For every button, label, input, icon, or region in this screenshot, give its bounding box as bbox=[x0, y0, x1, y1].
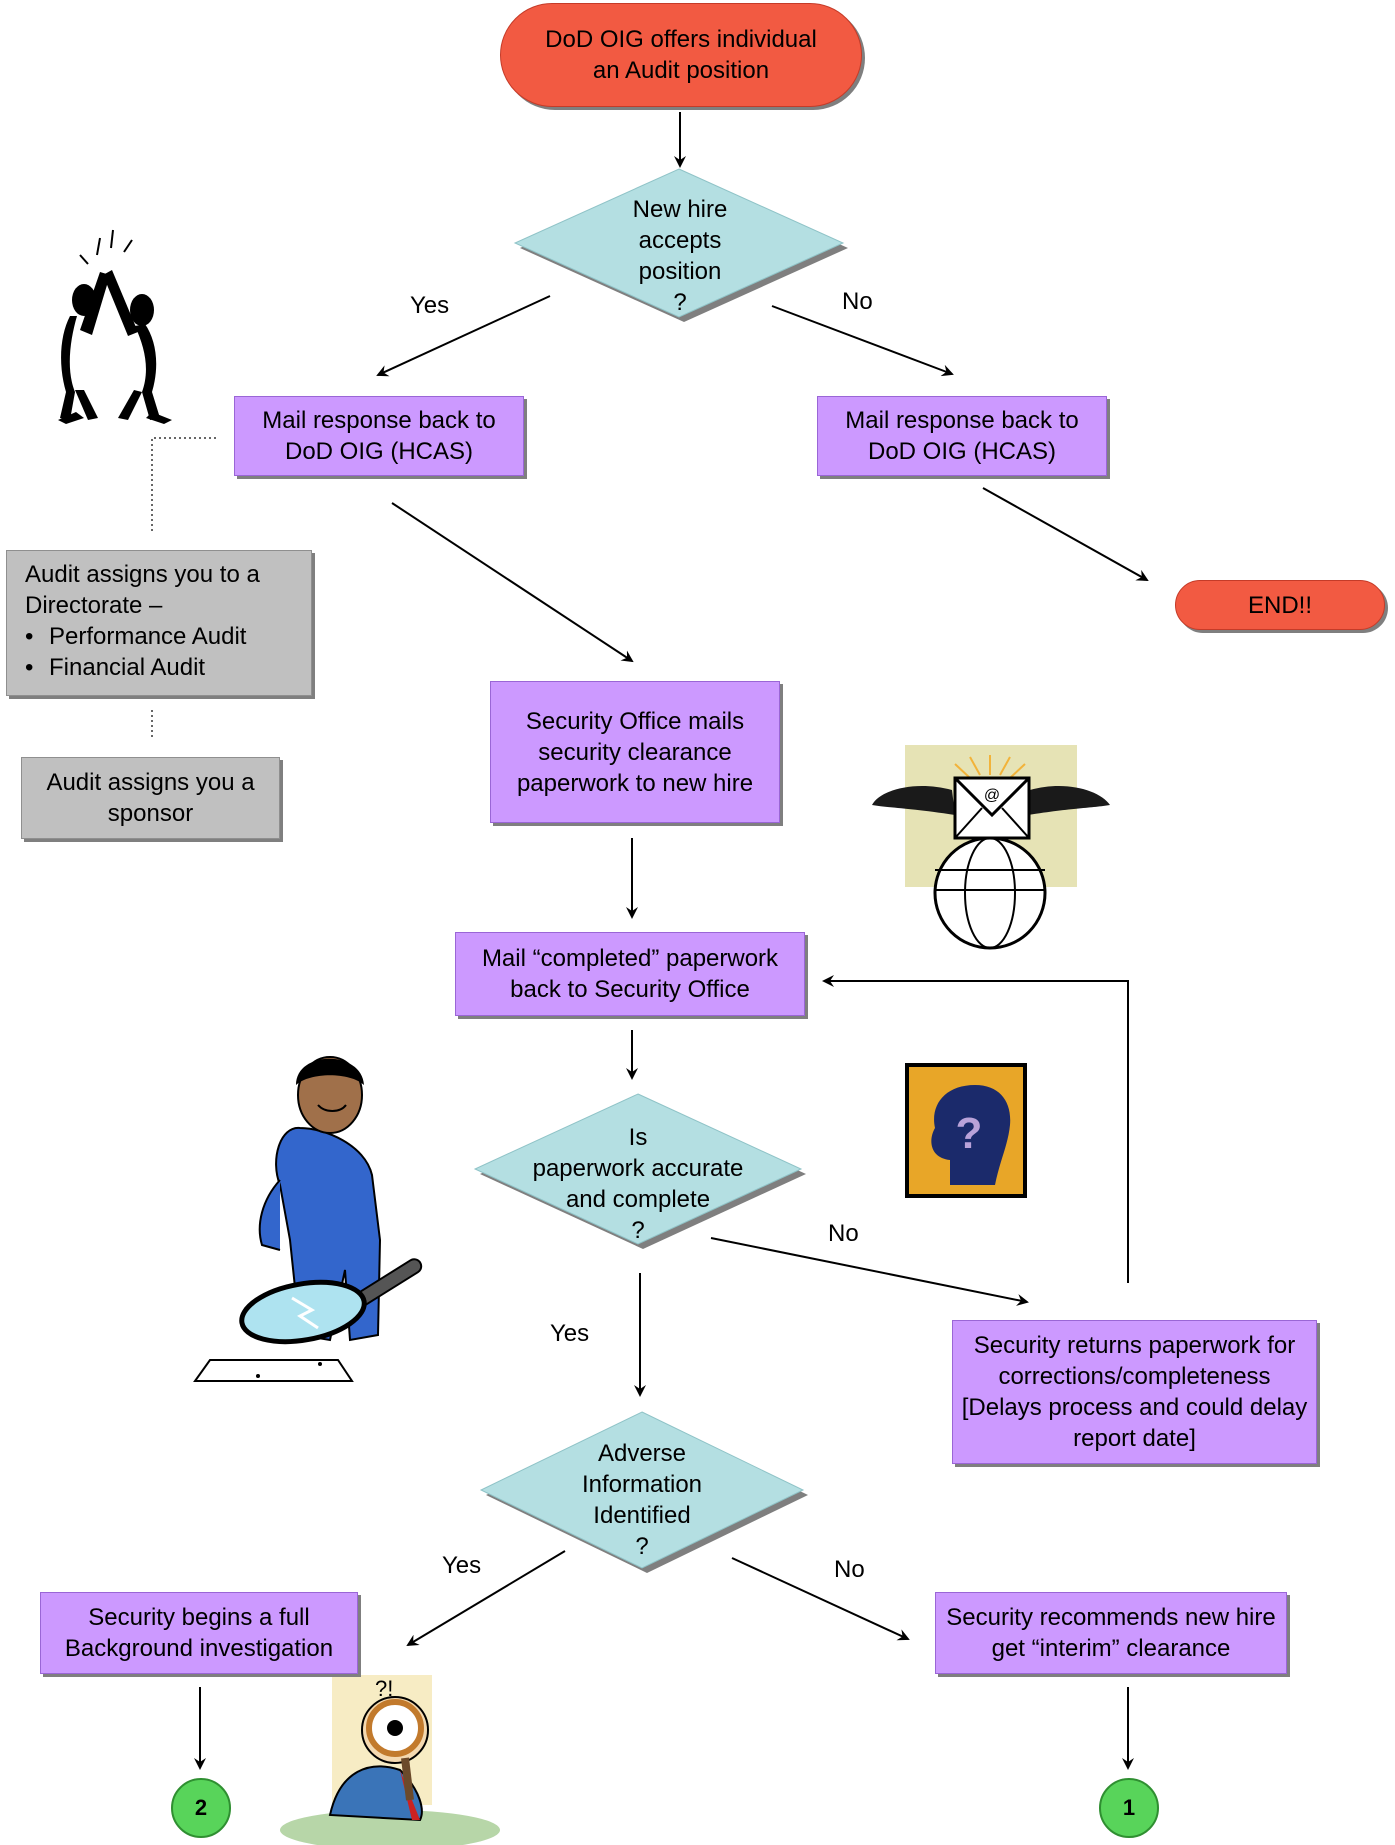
edge-mailyes-security bbox=[391, 502, 634, 663]
offpage-connector-2-label: 2 bbox=[194, 1795, 208, 1820]
decision-adverse: Adverse Information Identified ? bbox=[562, 1438, 722, 1562]
end-terminator: END!! bbox=[1175, 580, 1385, 630]
process-background-investigation-label: Security begins a full Background invest… bbox=[64, 1604, 334, 1662]
process-interim-clearance: Security recommends new hire get “interi… bbox=[935, 1592, 1287, 1674]
note-sponsor: Audit assigns you a sponsor bbox=[21, 757, 280, 839]
svg-text:@: @ bbox=[984, 787, 1000, 804]
edge-accepts-no bbox=[771, 305, 954, 377]
decision-adverse-line: Adverse bbox=[597, 1440, 687, 1467]
decision-adverse-line: Information bbox=[581, 1471, 703, 1498]
offpage-connector-2: 2 bbox=[171, 1778, 231, 1838]
start-terminator: DoD OIG offers individual an Audit posit… bbox=[500, 3, 862, 107]
decision-accepts-line: ? bbox=[673, 289, 687, 316]
winged-envelope-icon: @ bbox=[872, 745, 1110, 950]
end-terminator-label: END!! bbox=[1247, 591, 1312, 619]
note-directorate-item: Financial Audit bbox=[25, 652, 293, 683]
edge-mailno-end bbox=[982, 487, 1149, 581]
process-mail-response-no-label: Mail response back to DoD OIG (HCAS) bbox=[845, 407, 1079, 465]
note-directorate-item: Performance Audit bbox=[25, 621, 293, 652]
svg-text:?: ? bbox=[956, 1109, 983, 1158]
peeking-magnifier-man-icon: ?! bbox=[280, 1675, 500, 1845]
decision-accurate: Is paperwork accurate and complete ? bbox=[518, 1122, 758, 1246]
decision-accurate-line: ? bbox=[631, 1217, 645, 1244]
decision-accepts-line: position bbox=[638, 258, 722, 285]
process-security-mails-label: Security Office mails security clearance… bbox=[516, 707, 754, 797]
note-link-dotted bbox=[151, 437, 216, 740]
edge-adverse-yes bbox=[406, 1550, 566, 1647]
process-background-investigation: Security begins a full Background invest… bbox=[40, 1592, 358, 1674]
process-mail-completed: Mail “completed” paperwork back to Secur… bbox=[455, 932, 805, 1016]
question-head-icon: ? bbox=[905, 1063, 1027, 1198]
edge-label-accepts-yes: Yes bbox=[410, 292, 450, 319]
offpage-connector-1-label: 1 bbox=[1122, 1795, 1136, 1820]
decision-accepts: New hire accepts position ? bbox=[600, 194, 760, 318]
process-mail-completed-label: Mail “completed” paperwork back to Secur… bbox=[481, 945, 779, 1003]
edge-returns-loop bbox=[822, 975, 1129, 1283]
edge-adverse-no bbox=[731, 1557, 910, 1641]
edge-label-adverse-no: No bbox=[834, 1556, 865, 1583]
decision-accurate-line: and complete bbox=[565, 1186, 711, 1213]
edge-label-accurate-no: No bbox=[828, 1220, 859, 1247]
edge-accurate-no bbox=[710, 1237, 1029, 1306]
edge-label-accurate-yes: Yes bbox=[550, 1320, 590, 1347]
decision-accepts-shape bbox=[513, 168, 848, 322]
start-terminator-label: DoD OIG offers individual an Audit posit… bbox=[545, 26, 817, 84]
process-mail-response-yes-label: Mail response back to DoD OIG (HCAS) bbox=[262, 407, 496, 465]
decision-accepts-line: accepts bbox=[638, 227, 722, 254]
process-mail-response-yes: Mail response back to DoD OIG (HCAS) bbox=[234, 396, 524, 476]
edge-label-accepts-no: No bbox=[842, 288, 873, 315]
decision-accurate-line: paperwork accurate bbox=[532, 1155, 744, 1182]
svg-text:?!: ?! bbox=[375, 1676, 393, 1701]
decision-adverse-shape bbox=[479, 1411, 808, 1573]
decision-adverse-line: Identified bbox=[593, 1502, 691, 1529]
decision-accurate-shape bbox=[473, 1093, 806, 1249]
process-security-returns: Security returns paperwork for correctio… bbox=[952, 1320, 1317, 1464]
process-security-returns-label: Security returns paperwork for correctio… bbox=[961, 1332, 1308, 1452]
note-directorate-title: Audit assigns you to a Directorate – bbox=[25, 561, 260, 619]
magnifier-man-icon bbox=[193, 1056, 423, 1382]
high-five-silhouettes-icon bbox=[58, 229, 172, 424]
process-security-mails: Security Office mails security clearance… bbox=[490, 681, 780, 823]
process-interim-clearance-label: Security recommends new hire get “interi… bbox=[946, 1604, 1276, 1662]
offpage-connector-1: 1 bbox=[1099, 1778, 1159, 1838]
edge-label-adverse-yes: Yes bbox=[442, 1552, 482, 1579]
process-mail-response-no: Mail response back to DoD OIG (HCAS) bbox=[817, 396, 1107, 476]
note-directorate: Audit assigns you to a Directorate – Per… bbox=[6, 550, 312, 696]
decision-accepts-line: New hire bbox=[632, 196, 728, 223]
note-sponsor-label: Audit assigns you a sponsor bbox=[46, 769, 255, 827]
decision-adverse-line: ? bbox=[635, 1533, 649, 1560]
decision-accurate-line: Is bbox=[628, 1124, 648, 1151]
edge-accepts-yes bbox=[376, 295, 551, 377]
